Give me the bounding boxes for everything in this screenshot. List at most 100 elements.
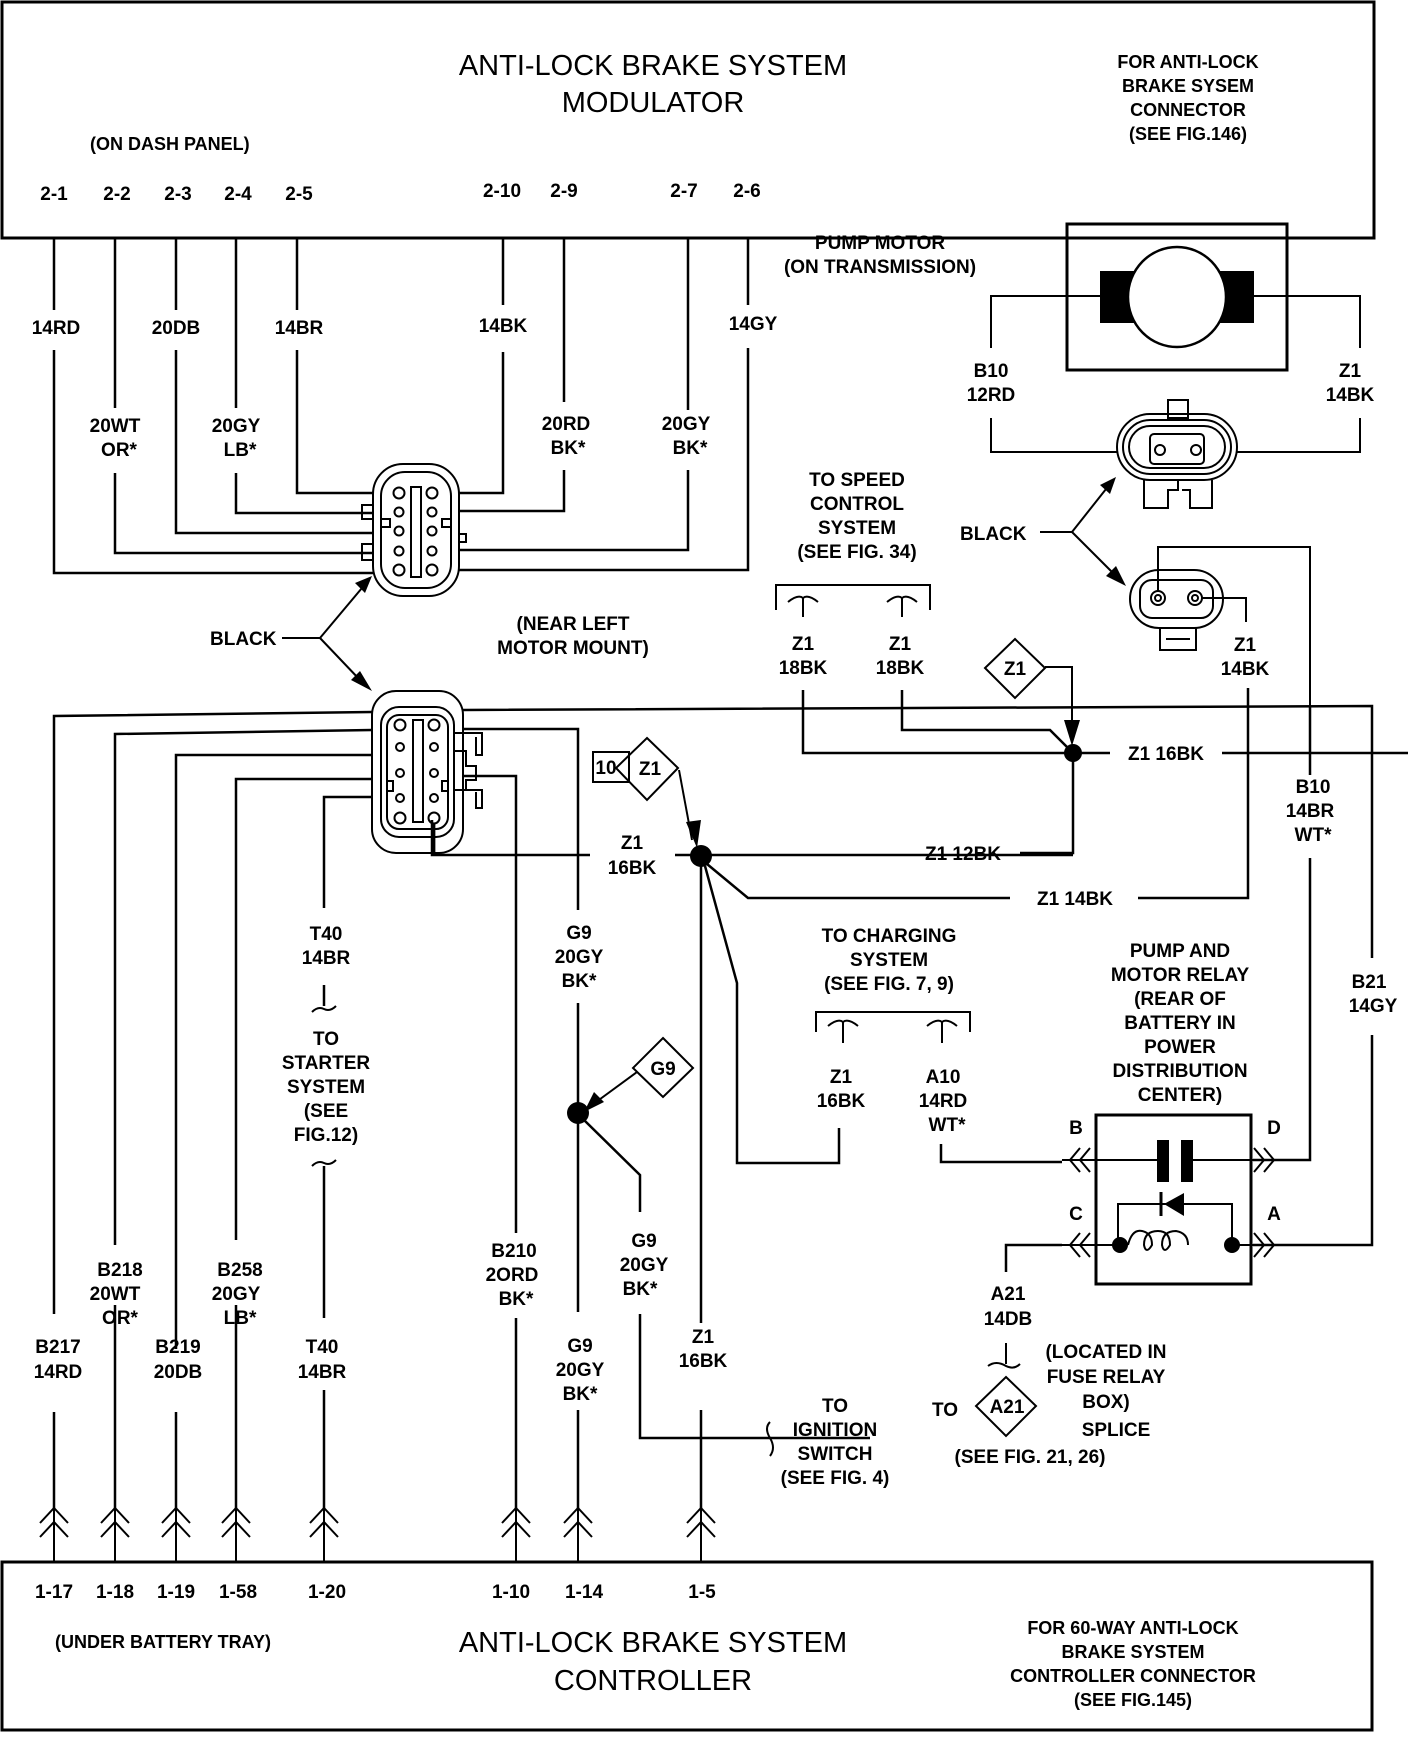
a21-located: SPLICE xyxy=(1082,1420,1151,1441)
wire-20gy-bk xyxy=(459,470,690,552)
controller-terminal-chevron xyxy=(100,1506,130,1562)
wire-z1-14bk xyxy=(706,863,1010,900)
controller-terminal-chevron xyxy=(563,1506,593,1562)
charging-group: TO CHARGING SYSTEM (SEE FIG. 7, 9) Z1 16… xyxy=(815,926,1062,1164)
pump-harness-connector[interactable]: Z1 14BK xyxy=(1129,546,1311,706)
relay-terminal-c: C xyxy=(1069,1204,1083,1225)
modulator-pin-label: 2-5 xyxy=(285,184,313,205)
upper-wires: 14RD 20WT OR* 20DB 20GY LB* 14BR 14BK 20… xyxy=(32,238,778,575)
controller-title-line2: CONTROLLER xyxy=(554,1665,752,1697)
upper-connector-10way[interactable] xyxy=(361,463,467,597)
wire-label: 18BK xyxy=(876,658,925,679)
controller-terminal-chevron xyxy=(309,1506,339,1562)
splice-label: A21 xyxy=(990,1397,1025,1418)
modulator-pin-label: 2-9 xyxy=(550,181,577,202)
wire-label: BK* xyxy=(499,1289,534,1310)
pump-motor-connector[interactable] xyxy=(1116,399,1238,509)
modulator-pin-label: 2-7 xyxy=(670,181,697,202)
modulator-pin-label: 2-10 xyxy=(483,181,521,202)
wire-label: 20DB xyxy=(152,318,201,339)
ignition-label: IGNITION xyxy=(793,1420,877,1441)
wire-label: LB* xyxy=(224,1308,257,1329)
wire-label: OR* xyxy=(102,1308,139,1329)
wire-label: 14BR xyxy=(298,1362,347,1383)
controller-terminal-chevron xyxy=(39,1506,69,1562)
wire-label: WT* xyxy=(1295,825,1333,846)
modulator-pin-label: 2-4 xyxy=(224,184,252,205)
modulator-pin-label: 2-6 xyxy=(733,181,760,202)
wire-label: 18BK xyxy=(779,658,828,679)
wire-label: 14BK xyxy=(1326,385,1375,406)
wire-b219 xyxy=(174,753,372,1349)
relay-label: (REAR OF xyxy=(1134,989,1226,1010)
wire-z1-charging xyxy=(703,865,841,1165)
wire-label: 14BR xyxy=(302,948,351,969)
controller-terminal-chevron xyxy=(221,1506,251,1562)
wire-label: 20RD xyxy=(542,414,591,435)
wire-z1-16bk xyxy=(430,820,590,857)
wire-label: Z1 xyxy=(1339,361,1362,382)
a21-located: (LOCATED IN xyxy=(1045,1342,1166,1363)
pin-circles xyxy=(393,718,441,825)
relay-label: DISTRIBUTION xyxy=(1112,1061,1247,1082)
controller-pin-label: 1-5 xyxy=(688,1582,716,1603)
relay-label: MOTOR RELAY xyxy=(1111,965,1250,986)
relay-terminal-b: B xyxy=(1069,1118,1083,1139)
wire-label: 16BK xyxy=(679,1351,728,1372)
wire-label: 14GY xyxy=(1349,996,1398,1017)
controller-location: (UNDER BATTERY TRAY) xyxy=(55,1632,271,1652)
wire-label: 20GY xyxy=(212,416,261,437)
wire-a21 xyxy=(1004,1243,1062,1272)
black-label: BLACK xyxy=(960,524,1027,545)
wire-label: 14DB xyxy=(984,1309,1033,1330)
controller-pin-label: 1-20 xyxy=(308,1582,346,1603)
controller-pin-label: 1-10 xyxy=(492,1582,530,1603)
lower-connector-10way[interactable] xyxy=(371,690,483,854)
wire-label: T40 xyxy=(310,924,343,945)
wire-z1-18bk xyxy=(801,690,1073,755)
controller-note-line1: FOR 60-WAY ANTI-LOCK xyxy=(1027,1618,1238,1638)
black-pump-callout: BLACK xyxy=(960,477,1126,586)
wire-20rd-bk xyxy=(459,470,566,513)
wire-label: Z1 xyxy=(692,1327,715,1348)
wire-label: Z1 12BK xyxy=(925,844,1001,865)
wire-label: G9 xyxy=(566,923,591,944)
speed-control-label: (SEE FIG. 34) xyxy=(797,542,916,563)
black-label: BLACK xyxy=(210,629,277,650)
wire-label: Z1 xyxy=(621,833,644,854)
wire-label: 14RD xyxy=(919,1091,968,1112)
speed-control-label: CONTROL xyxy=(810,494,904,515)
controller-terminal-chevron xyxy=(501,1506,531,1562)
wire-label: 20DB xyxy=(154,1362,203,1383)
splice-ref: 10 xyxy=(595,758,616,779)
black-connector-callout: BLACK (NEAR LEFT MOTOR MOUNT) xyxy=(210,576,649,691)
modulator-note-line2: BRAKE SYSEM xyxy=(1122,76,1254,96)
splice-label: G9 xyxy=(650,1059,675,1080)
starter-label: STARTER xyxy=(282,1053,371,1074)
wire-20gy-lb xyxy=(234,473,373,515)
a21-located: BOX) xyxy=(1082,1392,1130,1413)
near-left-motor-mount-line2: MOTOR MOUNT) xyxy=(497,638,649,659)
wire-label: 16BK xyxy=(608,858,657,879)
wire-z1-12bk xyxy=(1020,753,1075,855)
wire-label: 14RD xyxy=(34,1362,83,1383)
wire-label: Z1 xyxy=(830,1067,853,1088)
splice-g9-tag: G9 xyxy=(584,1036,695,1112)
pump-motor-relay: PUMP AND MOTOR RELAY (REAR OF BATTERY IN… xyxy=(1062,941,1372,1286)
controller-terminals xyxy=(39,1506,716,1562)
relay-label: BATTERY IN xyxy=(1124,1013,1236,1034)
starter-label: (SEE xyxy=(304,1101,348,1122)
controller-pin-label: 1-19 xyxy=(157,1582,195,1603)
relay-label: PUMP AND xyxy=(1130,941,1230,962)
starter-label: FIG.12) xyxy=(294,1125,358,1146)
wire-label: BK* xyxy=(673,438,708,459)
wire-label: Z1 14BK xyxy=(1037,889,1113,910)
wire-label: G9 xyxy=(567,1336,592,1357)
wire-label: BK* xyxy=(551,438,586,459)
wire-label: A10 xyxy=(926,1067,961,1088)
wire-label: B21 xyxy=(1352,972,1387,993)
wire-label: 14BR xyxy=(1286,801,1335,822)
wire-label: 14GY xyxy=(729,314,778,335)
modulator-location: (ON DASH PANEL) xyxy=(90,134,250,154)
controller-note-line2: BRAKE SYSTEM xyxy=(1061,1642,1204,1662)
